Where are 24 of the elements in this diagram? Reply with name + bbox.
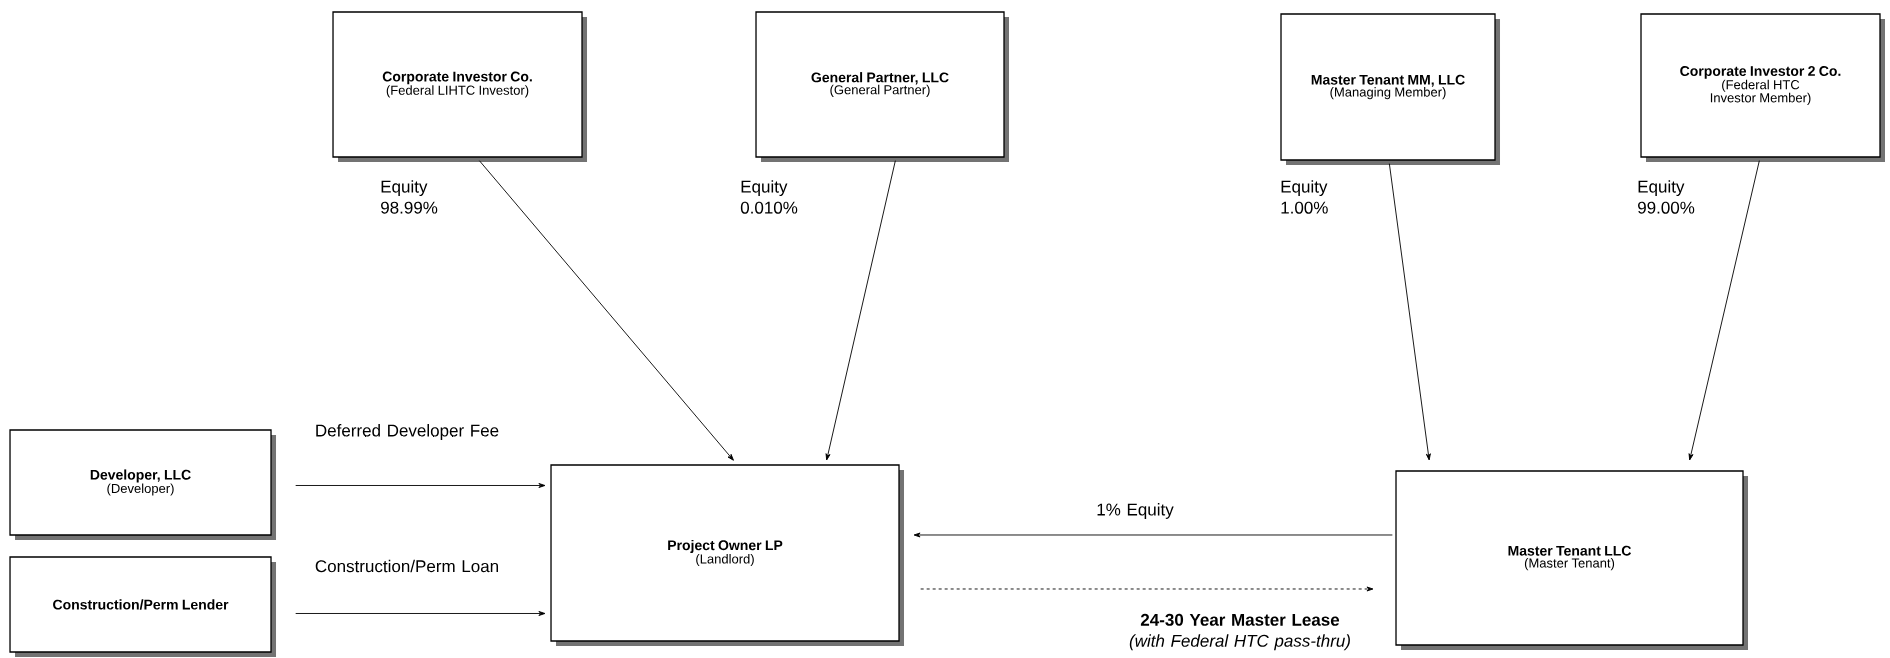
edge-label: Construction/Perm Loan — [315, 559, 498, 573]
entity-box: Construction/Perm Lender — [9, 556, 276, 657]
edge-label: 24-30 Year Master Lease (with Federal HTC pass-thru) — [1129, 613, 1350, 651]
arrow — [295, 611, 546, 616]
edge-label: 1% Equity — [1097, 503, 1174, 519]
edge-label: Deferred Developer Fee — [316, 424, 499, 440]
arrow — [920, 586, 1374, 592]
entity-box: Corporate Investor 2 Co. (Federal HTC Investor Member) — [1640, 13, 1885, 162]
edge-label: Equity 99.00% — [1638, 180, 1695, 214]
entity-box: General Partner, LLC (General Partner) — [755, 11, 1009, 162]
entity-box: Corporate Investor Co. (Federal LIHTC Investor) — [332, 11, 587, 162]
edge-label: Equity 1.00% — [1281, 180, 1328, 214]
arrow — [295, 483, 546, 488]
entity-box: Project Owner LP (Landlord) — [550, 464, 904, 646]
arrow — [1388, 163, 1431, 461]
entity-box: Master Tenant MM, LLC (Managing Member) — [1280, 13, 1500, 165]
entity-box: Master Tenant LLC (Master Tenant) — [1395, 470, 1748, 650]
arrow — [478, 160, 734, 461]
arrow — [913, 532, 1393, 538]
edge-label: Equity 0.010% — [740, 180, 798, 214]
arrow — [1688, 160, 1760, 461]
edge-label: Equity 98.99% — [381, 180, 438, 214]
entity-box: Developer, LLC (Developer) — [9, 429, 276, 540]
arrow — [825, 160, 896, 461]
